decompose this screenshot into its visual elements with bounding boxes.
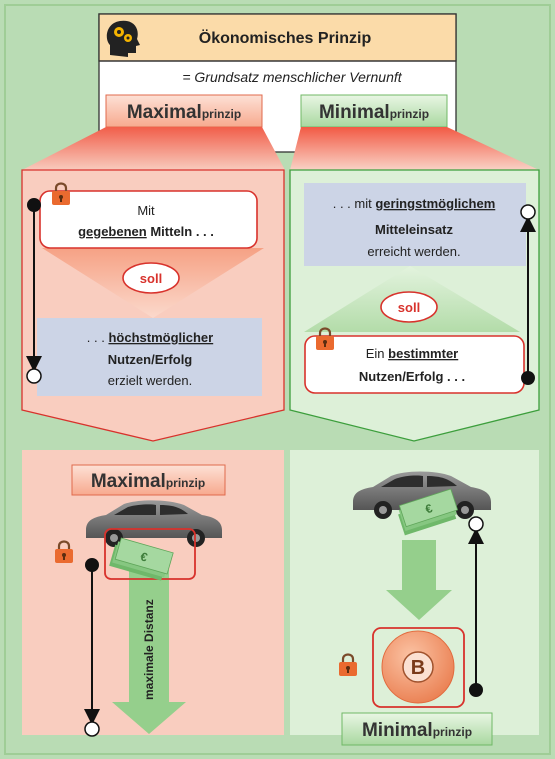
minimal-result-box [304,335,525,394]
maximal-tab: Maximalprinzip [105,94,263,128]
svg-text:Ein bestimmter: Ein bestimmter [366,346,458,361]
euro-banknotes-icon: € [398,488,459,536]
minimal-distance-arrow [386,540,452,620]
maximal-distance-end-dot [84,721,100,737]
euro-banknotes-icon: € [109,537,174,581]
minimal-soll-oval [380,291,438,323]
maximal-arrow-end-dot [26,368,42,384]
maximal-illustration-label: Maximalprinzip [71,464,226,496]
minimal-illustration-label: Minimalprinzip [341,712,493,746]
maximal-tab-label: Maximal [127,102,202,123]
svg-text:. . . höchstmöglicher: . . . höchstmöglicher [87,330,213,345]
maximal-result-pre: . . . [87,330,109,345]
car-icon [353,471,491,519]
minimal-result-line2: Nutzen/Erfolg . . . [359,369,465,384]
svg-text:€: € [423,501,434,516]
maximal-result-box [37,318,262,396]
minimal-means-keyword: geringstmöglichem [375,196,495,211]
header-title: Ökonomisches Prinzip [199,28,372,47]
maximal-means-keyword: gegebenen [78,224,147,239]
minimal-illus-main: Minimal [362,720,433,741]
minimal-arrow-end-dot [520,204,536,220]
destination-frame [372,627,465,708]
minimal-soll-label: soll [398,300,420,315]
destination-letter-ring [402,651,434,683]
minimal-tab: Minimalprinzip [300,94,448,128]
svg-text:€: € [139,549,150,564]
maximal-illus-sub: prinzip [166,476,205,490]
minimal-illus-sub: prinzip [433,725,472,739]
minimal-tab-suffix: prinzip [390,107,429,121]
maximal-arrow-start-dot [27,198,41,212]
lock-icon [339,653,357,676]
maximal-soll-oval [122,262,180,294]
maximal-distance-label: maximale Distanz [142,599,156,700]
minimal-arrow-start-dot [521,371,535,385]
money-frame [104,528,196,580]
lock-icon [55,540,73,563]
maximal-means-rest: Mitteln . . . [150,224,214,239]
maximal-means-box [39,190,258,249]
minimal-result-pre: Ein [366,346,388,361]
minimal-means-pre: . . . mit [333,196,376,211]
minimal-distance-start-dot [469,683,483,697]
svg-text:. . . mit geringstmöglichem: . . . mit geringstmöglichem [333,196,496,211]
lock-icon [316,327,334,350]
maximal-funnel [22,127,285,170]
outer-frame-border [4,4,551,755]
svg-text:Maximalprinzip: Maximalprinzip [127,102,241,123]
head-gears-icon [106,20,140,57]
maximal-result-line2: Nutzen/Erfolg [108,352,193,367]
maximal-tab-suffix: prinzip [202,107,241,121]
maximal-result-line3: erzielt werden. [108,373,193,388]
minimal-means-box [304,183,526,266]
maximal-means-line1: Mit [137,203,155,218]
svg-text:Minimalprinzip: Minimalprinzip [319,102,429,123]
lock-icon [52,182,70,205]
svg-text:Minimalprinzip: Minimalprinzip [362,720,472,741]
maximal-distance-arrow [112,570,186,734]
maximal-result-keyword: höchstmöglicher [108,330,213,345]
maximal-soll-label: soll [140,271,162,286]
minimal-result-keyword: bestimmter [388,346,458,361]
maximal-distance-start-dot [85,558,99,572]
svg-text:gegebenen Mitteln . . .: gegebenen Mitteln . . . [78,224,214,239]
destination-letter: B [411,657,425,679]
minimal-tab-label: Minimal [319,102,390,123]
maximal-illus-main: Maximal [91,471,166,492]
minimal-means-line2: Mitteleinsatz [375,222,454,237]
header-subtitle: = Grundsatz menschlicher Vernunft [182,69,402,85]
svg-text:Maximalprinzip: Maximalprinzip [91,471,205,492]
minimal-means-line3: erreicht werden. [367,244,460,259]
minimal-funnel [290,127,539,170]
minimal-distance-end-dot [468,516,484,532]
